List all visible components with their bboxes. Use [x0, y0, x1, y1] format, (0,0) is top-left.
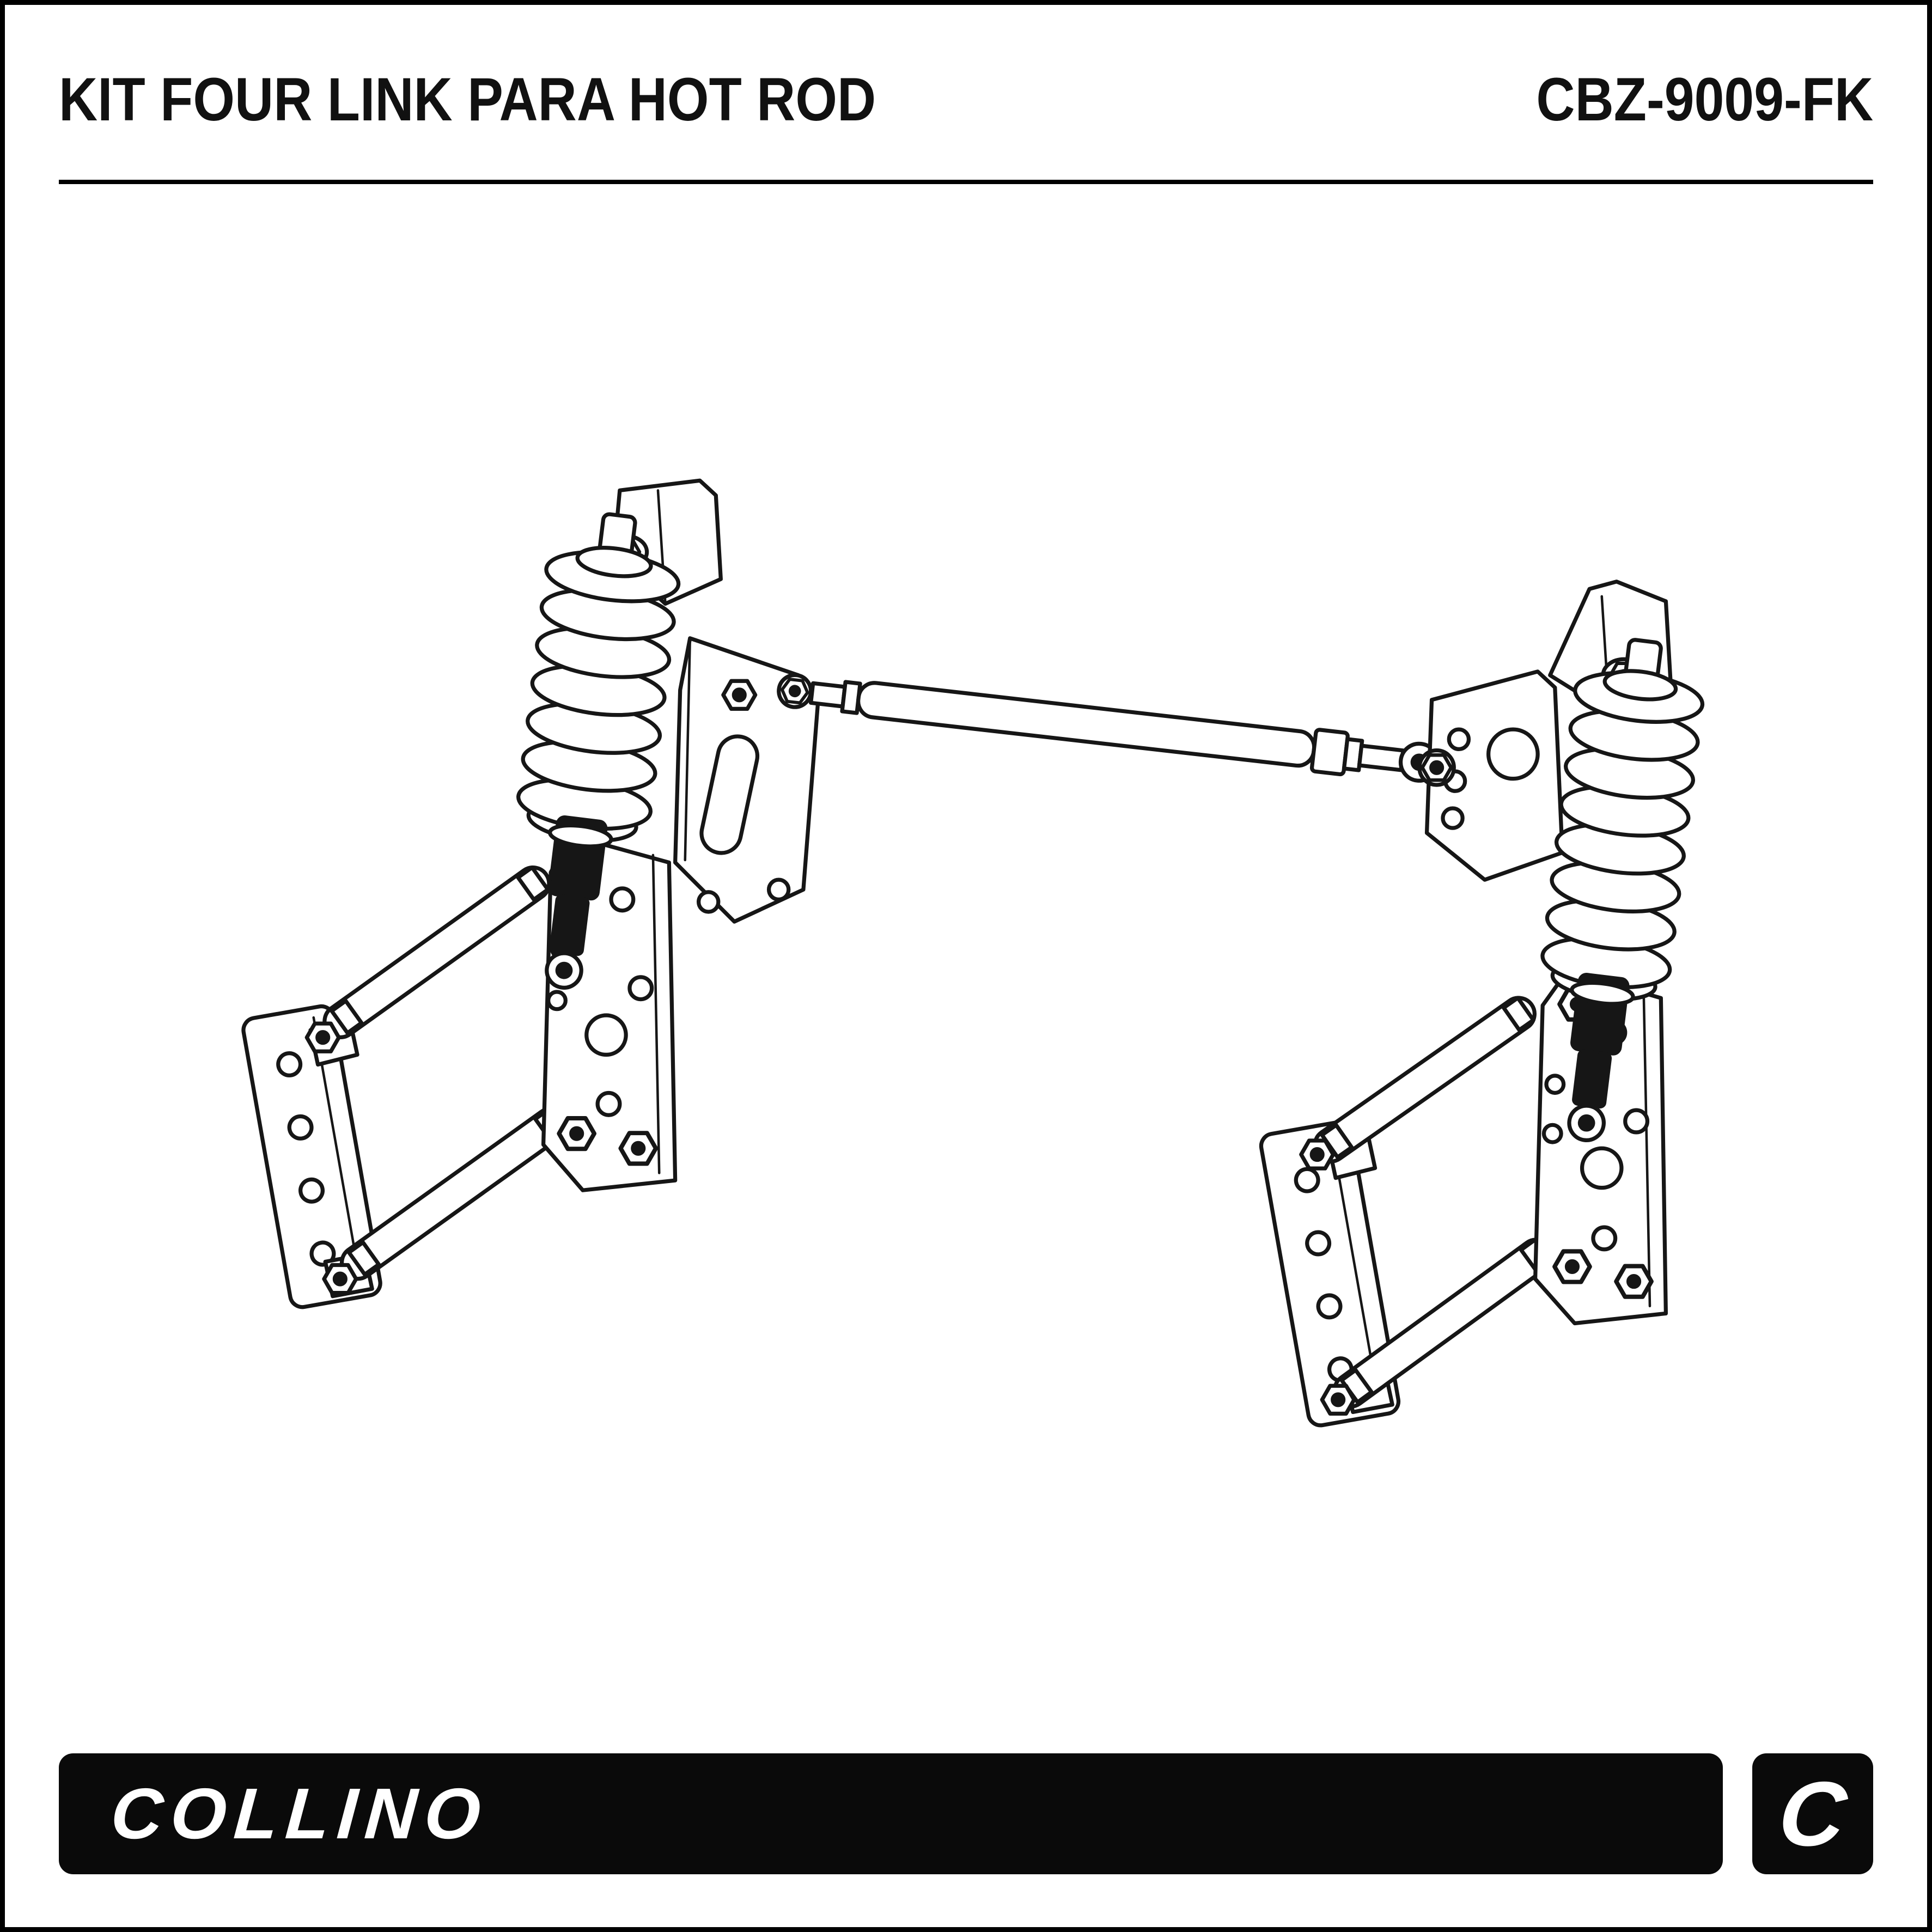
coilover-shock-right: [1540, 638, 1705, 1002]
axle-bracket-right: [1533, 968, 1668, 1326]
header: KIT FOUR LINK PARA HOT ROD CBZ-9009-FK: [59, 64, 1873, 135]
brand-logo-letter: C: [1774, 1763, 1851, 1865]
frame-bracket-right: [1424, 669, 1564, 882]
header-divider: [59, 180, 1873, 184]
part-number: CBZ-9009-FK: [1536, 65, 1873, 133]
brand-logo-box: C: [1752, 1753, 1873, 1874]
frame-bracket-left: [673, 636, 820, 924]
four-link-bars-left: [241, 833, 678, 1309]
four-link-bars-right: [1259, 968, 1668, 1428]
footer: COLLINO C: [59, 1753, 1873, 1874]
page-title: KIT FOUR LINK PARA HOT ROD: [59, 65, 876, 133]
front-bracket-right: [1259, 1120, 1401, 1428]
shock-body-left: [545, 815, 613, 990]
brand-bar: COLLINO: [59, 1753, 1723, 1874]
coilover-shock-left: [516, 512, 681, 843]
brand-wordmark: COLLINO: [108, 1773, 491, 1854]
shock-body-right: [1567, 973, 1635, 1142]
panhard-bar: [777, 673, 1440, 783]
